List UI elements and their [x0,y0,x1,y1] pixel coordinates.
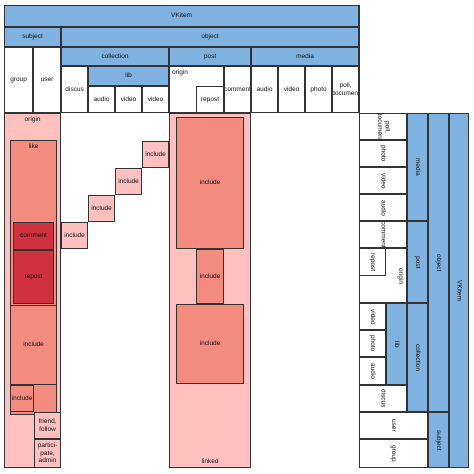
top-lib-video-2: video [142,86,169,113]
top-media-poll-document: poll, document [332,66,359,113]
top-lib: lib [88,66,169,86]
top-collection: collection [61,47,169,66]
top-media-video: video [278,66,305,113]
right-lib-photo: photo [359,330,386,357]
top-lib-video-1: video [115,86,142,113]
like-include-block: include [10,305,57,385]
right-photo: photo [359,140,407,167]
top-vkitem: VKitem [4,5,359,27]
right-comment: comment [359,221,407,248]
top-post-comment: comment [224,66,251,113]
right-collection: collection [407,303,428,412]
separator-line [359,113,360,468]
include-step-3: include [115,168,142,195]
separator-line [359,5,360,113]
like-include-small: include [10,385,34,412]
top-post-repost: repost [196,86,224,113]
include-step-1: include [61,222,88,249]
right-audio: audio [359,194,407,221]
repost-block: repost [13,250,54,304]
right-poll-document: poll, document [359,113,407,140]
post-include-middle: include [196,249,224,304]
top-post: post [169,47,251,66]
right-lib-video-1: video [359,303,386,330]
right-post: post [407,221,428,303]
participate-admin-block: partici- pate, admin [34,439,61,468]
top-user: user [33,47,61,113]
right-subject: subject [428,412,449,468]
include-step-4: include [142,141,169,168]
friend-follow-block: friend, follow [34,412,61,439]
right-group: group [359,439,428,468]
top-media-audio: audio [251,66,278,113]
post-include-top: include [176,117,244,249]
right-object: object [428,113,449,412]
right-media: media [407,113,428,221]
top-subject: subject [4,27,61,47]
top-media: media [251,47,359,66]
top-object: object [61,27,359,47]
top-lib-audio: audio [88,86,115,113]
right-repost: repost [359,248,386,276]
top-media-photo: photo [305,66,332,113]
right-video: video [359,167,407,194]
right-vkitem: VKitem [449,113,469,468]
right-lib-audio: audio [359,357,386,385]
top-discus: discus [61,66,88,113]
include-step-2: include [88,195,115,222]
post-include-bottom: include [176,304,244,384]
comment-block: comment [13,222,54,250]
right-discus: discus [359,385,407,412]
top-group: group [4,47,33,113]
right-lib: lib [386,303,407,385]
right-user: user [359,412,428,439]
